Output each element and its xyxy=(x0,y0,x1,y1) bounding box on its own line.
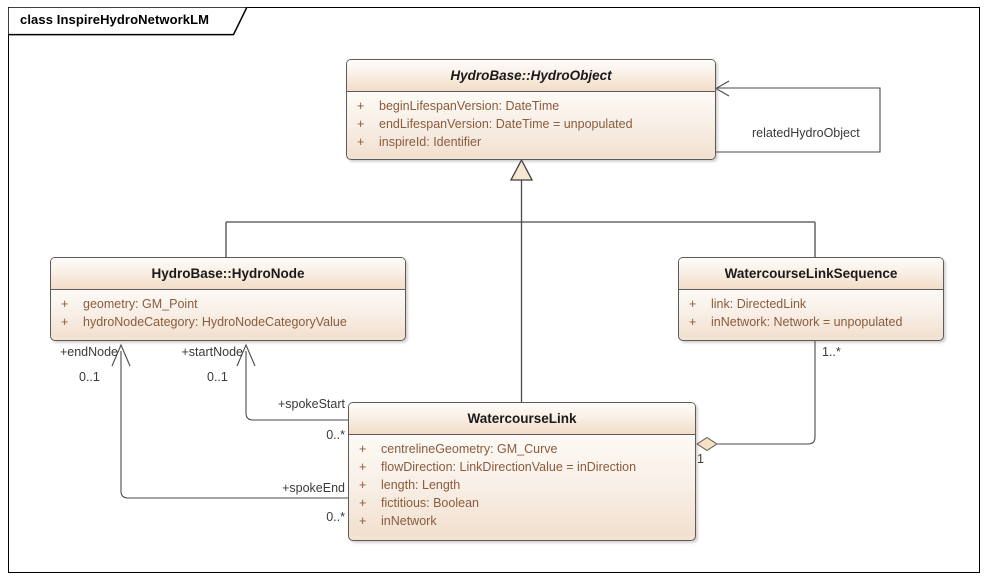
class-watercourselink-attributes: + centrelineGeometry: GM_Curve + flowDirec… xyxy=(349,435,695,536)
attribute-row: + link: DirectedLink xyxy=(679,295,943,313)
class-watercourselinksequence[interactable]: WatercourseLinkSequence + link: DirectedL… xyxy=(678,257,944,341)
class-hydronode[interactable]: HydroBase::HydroNode + geometry: GM_Point… xyxy=(50,257,406,341)
label-end-node-role: +endNode xyxy=(59,345,118,359)
attribute-text: hydroNodeCategory: HydroNodeCategoryValu… xyxy=(83,315,347,329)
class-hydroobject-title: HydroBase::HydroObject xyxy=(347,60,715,92)
attribute-row: + length: Length xyxy=(349,476,695,494)
visibility-marker: + xyxy=(359,478,367,492)
attribute-text: endLifespanVersion: DateTime = unpopulat… xyxy=(379,117,633,131)
visibility-marker: + xyxy=(357,99,365,113)
label-spoke-end-role: +spokeEnd xyxy=(282,481,345,495)
attribute-text: length: Length xyxy=(381,478,461,492)
attribute-text: geometry: GM_Point xyxy=(83,297,198,311)
visibility-marker: + xyxy=(359,442,367,456)
attribute-row: + inNetwork: Network = unpopulated xyxy=(679,313,943,331)
label-sequence-multiplicity: 1..* xyxy=(822,345,841,359)
visibility-marker: + xyxy=(359,514,367,528)
visibility-marker: + xyxy=(689,315,697,329)
attribute-row: + beginLifespanVersion: DateTime xyxy=(347,97,715,115)
attribute-text: inNetwork: Network = unpopulated xyxy=(711,315,903,329)
attribute-row: + endLifespanVersion: DateTime = unpopula… xyxy=(347,115,715,133)
attribute-row: + centrelineGeometry: GM_Curve xyxy=(349,440,695,458)
class-watercourselink-title: WatercourseLink xyxy=(349,403,695,435)
label-spoke-start-multiplicity: 0..* xyxy=(326,428,345,442)
label-start-node-role: +startNode xyxy=(181,345,244,359)
frame-name-tab: class InspireHydroNetworkLM xyxy=(8,7,248,36)
visibility-marker: + xyxy=(61,315,69,329)
frame-label: class InspireHydroNetworkLM xyxy=(20,12,210,27)
attribute-row: + geometry: GM_Point xyxy=(51,295,405,313)
visibility-marker: + xyxy=(359,496,367,510)
class-watercourselinksequence-attributes: + link: DirectedLink + inNetwork: Network … xyxy=(679,290,943,337)
attribute-text: inNetwork xyxy=(381,514,437,528)
attribute-row: + fictitious: Boolean xyxy=(349,494,695,512)
class-hydronode-attributes: + geometry: GM_Point + hydroNodeCategory: … xyxy=(51,290,405,337)
class-hydroobject[interactable]: HydroBase::HydroObject + beginLifespanVer… xyxy=(346,59,716,160)
attribute-text: flowDirection: LinkDirectionValue = inDi… xyxy=(381,460,637,474)
label-spoke-start-role: +spokeStart xyxy=(277,397,345,411)
visibility-marker: + xyxy=(357,135,365,149)
class-watercourselink[interactable]: WatercourseLink + centrelineGeometry: GM_… xyxy=(348,402,696,541)
label-end-node-multiplicity: 0..1 xyxy=(79,370,100,384)
attribute-row: + inNetwork xyxy=(349,512,695,530)
class-hydronode-title: HydroBase::HydroNode xyxy=(51,258,405,290)
label-spoke-end-multiplicity: 0..* xyxy=(326,510,345,524)
class-watercourselinksequence-title: WatercourseLinkSequence xyxy=(679,258,943,290)
visibility-marker: + xyxy=(61,297,69,311)
visibility-marker: + xyxy=(357,117,365,131)
attribute-text: beginLifespanVersion: DateTime xyxy=(379,99,560,113)
attribute-text: link: DirectedLink xyxy=(711,297,807,311)
attribute-text: inspireId: Identifier xyxy=(379,135,482,149)
label-link-multiplicity: 1 xyxy=(697,452,704,466)
class-hydroobject-attributes: + beginLifespanVersion: DateTime + endLife… xyxy=(347,92,715,157)
attribute-text: fictitious: Boolean xyxy=(381,496,479,510)
label-start-node-multiplicity: 0..1 xyxy=(207,370,228,384)
attribute-row: + hydroNodeCategory: HydroNodeCategoryVal… xyxy=(51,313,405,331)
visibility-marker: + xyxy=(689,297,697,311)
visibility-marker: + xyxy=(359,460,367,474)
attribute-text: centrelineGeometry: GM_Curve xyxy=(381,442,558,456)
attribute-row: + flowDirection: LinkDirectionValue = inD… xyxy=(349,458,695,476)
attribute-row: + inspireId: Identifier xyxy=(347,133,715,151)
label-related-hydro-object: relatedHydroObject xyxy=(752,126,860,140)
